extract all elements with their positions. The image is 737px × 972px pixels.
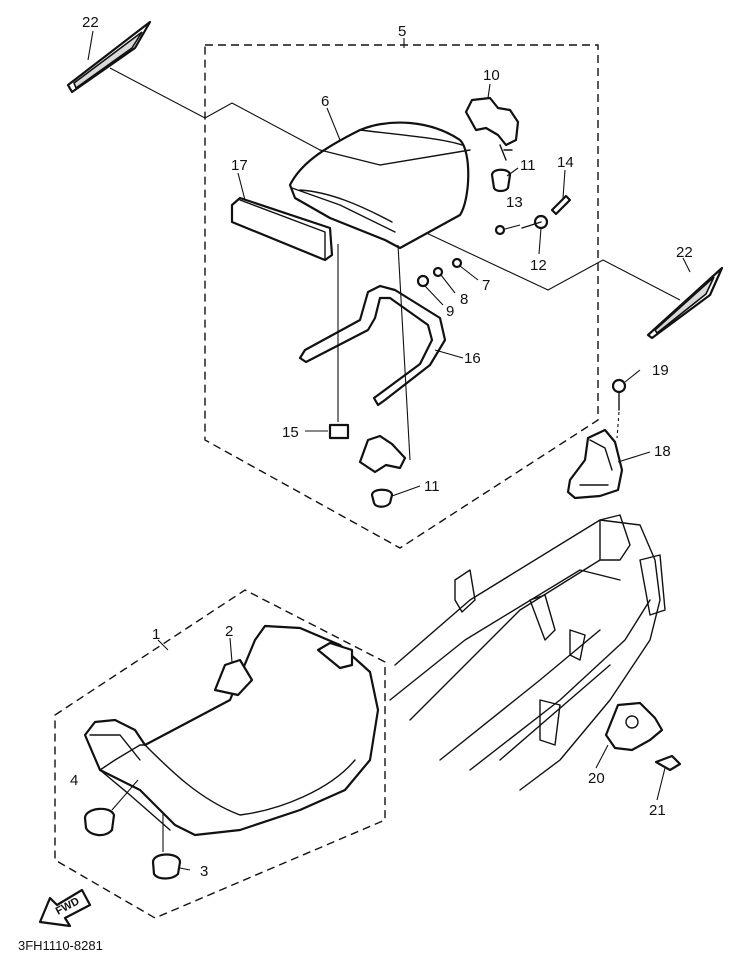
collar-9 bbox=[416, 274, 430, 288]
seat-hook bbox=[316, 641, 354, 670]
callout-17: 17 bbox=[231, 157, 248, 174]
seat-lock-18-detail bbox=[579, 439, 613, 486]
leader-22a bbox=[87, 30, 94, 61]
callout-7: 7 bbox=[482, 277, 490, 294]
side-emblem-22-right-face bbox=[653, 276, 715, 335]
pin-14 bbox=[550, 194, 572, 216]
leader-3b bbox=[179, 867, 191, 871]
grab-pad-edge bbox=[239, 199, 326, 259]
seat-lock-20 bbox=[604, 701, 664, 752]
callout-11-top: 11 bbox=[520, 157, 536, 174]
callout-4: 4 bbox=[70, 772, 78, 789]
callout-22-left: 22 bbox=[82, 14, 99, 31]
callout-14: 14 bbox=[557, 154, 574, 171]
callout-6: 6 bbox=[321, 93, 329, 110]
leader-4 bbox=[111, 779, 139, 811]
leader-17 bbox=[237, 172, 246, 201]
damper-3 bbox=[151, 853, 182, 880]
leader-9 bbox=[424, 285, 444, 306]
rear-seat-group-outline bbox=[204, 44, 599, 549]
callout-5: 5 bbox=[398, 23, 406, 40]
leader-13 bbox=[504, 224, 521, 230]
bolt-19-head bbox=[611, 378, 627, 394]
callout-16: 16 bbox=[464, 350, 481, 367]
front-seat-rim bbox=[89, 734, 171, 831]
seat-bracket-2 bbox=[213, 658, 254, 697]
damper-11-top bbox=[490, 168, 512, 193]
frame bbox=[389, 514, 666, 791]
washer-8 bbox=[432, 266, 444, 278]
leader-1 bbox=[157, 639, 169, 651]
damper-11-lower bbox=[370, 488, 394, 508]
screw-7 bbox=[451, 257, 463, 269]
callout-9: 9 bbox=[446, 303, 454, 320]
leader-19 bbox=[616, 411, 620, 439]
leader-8 bbox=[440, 274, 456, 294]
seat-lock-18 bbox=[566, 428, 624, 500]
side-emblem-22-left-face bbox=[73, 31, 143, 90]
leader-19b bbox=[624, 369, 641, 383]
leader-16 bbox=[434, 349, 464, 359]
leader-12 bbox=[538, 227, 542, 255]
callout-15: 15 bbox=[282, 424, 299, 441]
callout-2: 2 bbox=[225, 623, 233, 640]
grab-pad bbox=[230, 196, 334, 262]
callout-1: 1 bbox=[152, 626, 160, 643]
callout-3: 3 bbox=[200, 863, 208, 880]
fwd-arrow bbox=[38, 888, 92, 928]
front-seat bbox=[83, 624, 380, 837]
callout-10: 10 bbox=[483, 67, 500, 84]
leader-20 bbox=[595, 744, 609, 769]
callout-8: 8 bbox=[460, 291, 468, 308]
leader-11a bbox=[506, 167, 519, 177]
leader-18 bbox=[617, 451, 651, 463]
lock-cylinder bbox=[625, 715, 639, 729]
callout-19: 19 bbox=[652, 362, 669, 379]
diagram-code: 3FH1110-8281 bbox=[18, 938, 103, 953]
screw-12-shaft bbox=[521, 221, 542, 229]
washer-13 bbox=[494, 224, 506, 236]
callout-12: 12 bbox=[530, 257, 547, 274]
leader-21 bbox=[656, 767, 666, 801]
leader-7 bbox=[459, 265, 479, 281]
bracket-10-bolt bbox=[499, 144, 513, 161]
leader-22b bbox=[682, 257, 691, 273]
pad-15 bbox=[328, 423, 350, 440]
bolt-21 bbox=[654, 754, 682, 772]
callout-11-lower: 11 bbox=[424, 478, 440, 495]
leader-22-left bbox=[109, 67, 321, 151]
rear-seat-cowl-top bbox=[359, 129, 463, 146]
grab-bar-16 bbox=[298, 284, 447, 407]
bracket-lower bbox=[358, 434, 407, 474]
front-seat-group-outline bbox=[54, 589, 386, 919]
leader-lower-bracket bbox=[397, 244, 411, 461]
callout-13: 13 bbox=[506, 194, 523, 211]
leader-11b bbox=[391, 485, 421, 497]
callout-21: 21 bbox=[649, 802, 666, 819]
callout-20: 20 bbox=[588, 770, 605, 787]
damper-4 bbox=[83, 807, 116, 837]
leader-22-right bbox=[419, 229, 681, 301]
leader-2 bbox=[229, 637, 233, 663]
leader-10 bbox=[487, 83, 491, 99]
callout-22-right: 22 bbox=[676, 244, 693, 261]
callout-18: 18 bbox=[654, 443, 671, 460]
leader-14 bbox=[562, 169, 566, 199]
rear-seat-cowl-edge bbox=[291, 149, 471, 233]
bracket-10 bbox=[464, 96, 520, 147]
leader-6 bbox=[326, 107, 341, 141]
front-seat-edge bbox=[99, 744, 356, 816]
